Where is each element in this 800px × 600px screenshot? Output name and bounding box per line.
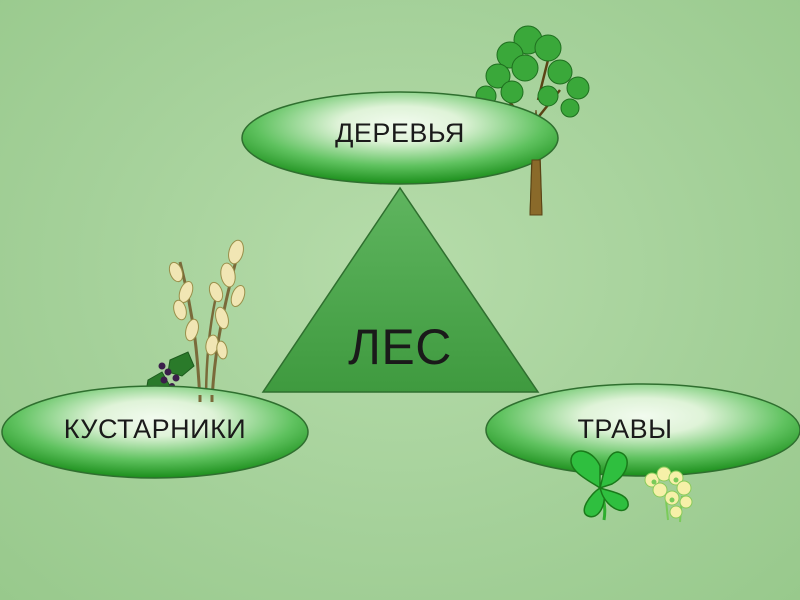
shrubs-node [1,385,309,479]
forest-label: ЛЕС [348,319,452,375]
trees-node [241,91,559,185]
tree-trunk [529,159,543,216]
herbs-node [485,383,800,477]
trees-label: ДЕРЕВЬЯ [335,118,465,148]
flowering-clover-icon [644,466,693,523]
clover-icon [570,450,629,521]
herbs-label: ТРАВЫ [577,414,673,444]
forest-triangle [261,186,540,393]
shrubs-label: КУСТАРНИКИ [63,414,247,444]
willow-stems [198,395,214,402]
